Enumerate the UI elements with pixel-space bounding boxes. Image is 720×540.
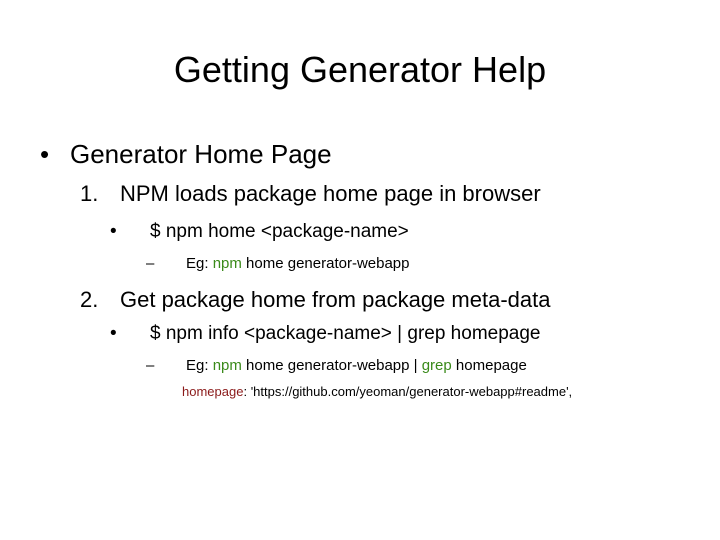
example-prefix: Eg: xyxy=(186,255,213,272)
example-npm-home: Eg: npm home generator-webapp xyxy=(186,254,409,274)
command-npm-home: $ npm home <package-name> xyxy=(150,221,409,242)
example-rest: homepage xyxy=(451,357,527,374)
dash-marker: – xyxy=(146,357,155,374)
output-url-value: 'https://github.com/yeoman/generator-web… xyxy=(250,384,573,399)
slide-title: Getting Generator Help xyxy=(173,49,547,90)
example-prefix: Eg: xyxy=(186,357,213,374)
dash-marker: – xyxy=(146,255,155,272)
output-homepage-line: homepage: 'https://github.com/yeoman/gen… xyxy=(182,383,572,401)
example-rest: home generator-webapp xyxy=(241,255,410,272)
example-mid: home generator-webapp | xyxy=(241,357,422,374)
bullet-marker: • xyxy=(40,139,50,169)
bullet-generator-home-page: Generator Home Page xyxy=(70,139,332,169)
output-key-homepage: homepage xyxy=(182,384,244,399)
sub-bullet-marker: • xyxy=(110,323,117,344)
example-npm-grep: Eg: npm home generator-webapp | grep hom… xyxy=(186,356,527,376)
list-number-1: 1. xyxy=(80,181,99,206)
command-npm-info: $ npm info <package-name> | grep homepag… xyxy=(150,323,541,344)
command-highlight-grep: grep xyxy=(421,357,452,374)
command-highlight-npm: npm xyxy=(212,255,242,272)
list-item-npm-loads: NPM loads package home page in browser xyxy=(120,181,541,206)
command-highlight-npm: npm xyxy=(212,357,242,374)
output-separator: : xyxy=(243,384,251,399)
sub-bullet-marker: • xyxy=(110,221,117,242)
list-number-2: 2. xyxy=(80,287,99,312)
list-item-get-package-home: Get package home from package meta-data xyxy=(120,287,551,312)
